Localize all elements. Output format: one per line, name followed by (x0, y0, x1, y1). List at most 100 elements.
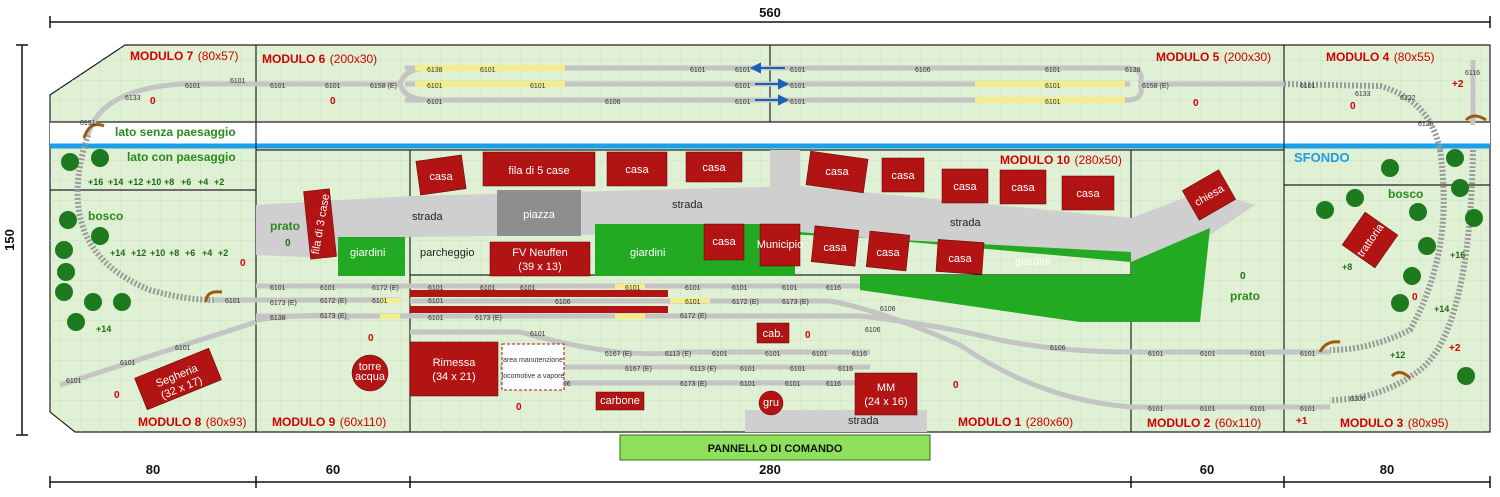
row-5-houses (482, 151, 596, 187)
label-bosco: bosco (88, 209, 123, 223)
track-code: 6101 (685, 299, 701, 306)
zero-label: 0 (150, 96, 156, 107)
house (415, 154, 467, 196)
zero-label: 0 (285, 238, 291, 249)
track-code: 6120 (1418, 121, 1434, 128)
label-gru: gru (763, 397, 779, 409)
track-code: 6167 (E) (625, 366, 652, 373)
church (1181, 169, 1237, 221)
track-code: 6172 (E) (320, 298, 347, 305)
elevation: +12 (1390, 350, 1405, 360)
track-code: 6138 (270, 315, 286, 322)
track-code: 6138 (427, 67, 443, 74)
label-rimessa-name: Rimessa (433, 357, 477, 369)
maintenance-area (501, 343, 565, 391)
label-area2: locomotive a vapore (502, 373, 565, 380)
module-2-size: (60x110) (1215, 416, 1261, 430)
svg-text:MODULO 7 (80x57): MODULO 7 (80x57) (130, 47, 238, 64)
track-code: 6133 (125, 95, 141, 102)
track-code-labels: 6101 6101 6101 6158 (E) 6138 6101 6101 6… (66, 67, 1480, 413)
house (805, 150, 869, 194)
direction-arrows (749, 62, 790, 106)
zero-label: 0 (368, 333, 374, 344)
module-5-name: MODULO 5 (1156, 50, 1220, 64)
track-code: 6101 (427, 99, 443, 106)
dimension-bottom: 80 60 280 60 80 (49, 462, 1491, 488)
buildings (134, 150, 1399, 416)
label-prato: prato (270, 219, 300, 233)
module-4-name: MODULO 4 (1326, 50, 1390, 64)
track-code: 6173 (E) (782, 299, 809, 306)
track-code: 6101 (735, 83, 751, 90)
track-code: 6101 (625, 285, 641, 292)
trees (55, 149, 1483, 385)
elevation: +14 (1434, 304, 1449, 314)
track-code: 6101 (1250, 406, 1266, 413)
house (881, 157, 925, 193)
bumpers (82, 114, 1487, 380)
elevation: +1 (1296, 416, 1308, 427)
mm-building (854, 372, 918, 416)
elevation: +10 (150, 248, 165, 258)
module-6-size: (200x30) (330, 52, 377, 66)
elevation: +16 (1450, 250, 1465, 260)
coal-bunker (595, 391, 645, 411)
label-sfondo: SFONDO (1294, 150, 1350, 165)
track-code: 6167 (E) (605, 351, 632, 358)
label-bosco: bosco (1388, 187, 1423, 201)
label-strada: strada (848, 415, 879, 427)
track-code: 6101 (1250, 351, 1266, 358)
label-fv-size: (39 x 13) (518, 261, 561, 273)
track-code: 6101 (740, 381, 756, 388)
label-casa: casa (823, 242, 847, 254)
elevation: +12 (128, 177, 143, 187)
label-casa: casa (876, 247, 900, 259)
house (865, 230, 911, 272)
svg-text:MODULO 8 (80x93): MODULO 8 (80x93) (138, 413, 246, 430)
label-casa: casa (429, 171, 453, 183)
track-code: 6101 (785, 381, 801, 388)
svg-text:MODULO 5 (200x30): MODULO 5 (200x30) (1156, 48, 1271, 65)
elevation: +10 (146, 177, 161, 187)
track-code: 6101 (1148, 351, 1164, 358)
module-4-size: (80x55) (1394, 50, 1435, 64)
elevation: +6 (185, 248, 195, 258)
track-code: 6101 (782, 285, 798, 292)
label-strada: strada (672, 199, 703, 211)
zero-label: 0 (240, 258, 246, 269)
module-3-size: (80x95) (1408, 416, 1449, 430)
track-code: 6101 (185, 83, 201, 90)
track-code: 6101 (1148, 406, 1164, 413)
track-code: 6101 (427, 83, 443, 90)
label-cab: cab. (763, 328, 784, 340)
label-fila5: fila di 5 case (508, 165, 569, 177)
track-code: 6172 (E) (732, 299, 759, 306)
track-code: 6106 (915, 67, 931, 74)
track-code: 6101 (320, 285, 336, 292)
track-code: 6101 (812, 351, 828, 358)
track-code: 6101 (712, 351, 728, 358)
module-10-size: (280x50) (1074, 153, 1121, 167)
track-code: 6106 (555, 299, 571, 306)
track-code: 6101 (372, 298, 388, 305)
track-code: 6122 (1400, 95, 1416, 102)
track-code: 6101 (690, 67, 706, 74)
track-code: 6101 (480, 67, 496, 74)
track-code: 6101 (270, 285, 286, 292)
label-municipio: Municipio (757, 239, 803, 251)
elevation: +12 (131, 248, 146, 258)
label-mm-size: (24 x 16) (864, 396, 907, 408)
track-code: 6101 (520, 285, 536, 292)
module-10-name: MODULO 10 (1000, 153, 1070, 167)
label-casa: casa (825, 166, 849, 178)
label-casa: casa (948, 253, 972, 265)
gardens (338, 224, 1210, 322)
house (1061, 175, 1115, 211)
dimension-left: 150 (2, 44, 28, 436)
house (810, 225, 860, 267)
row-3-houses (303, 188, 337, 260)
track-code: 6101 (685, 285, 701, 292)
track-code: 6158 (E) (370, 83, 397, 90)
dim-total: 560 (759, 5, 781, 20)
zero-label: 0 (114, 390, 120, 401)
